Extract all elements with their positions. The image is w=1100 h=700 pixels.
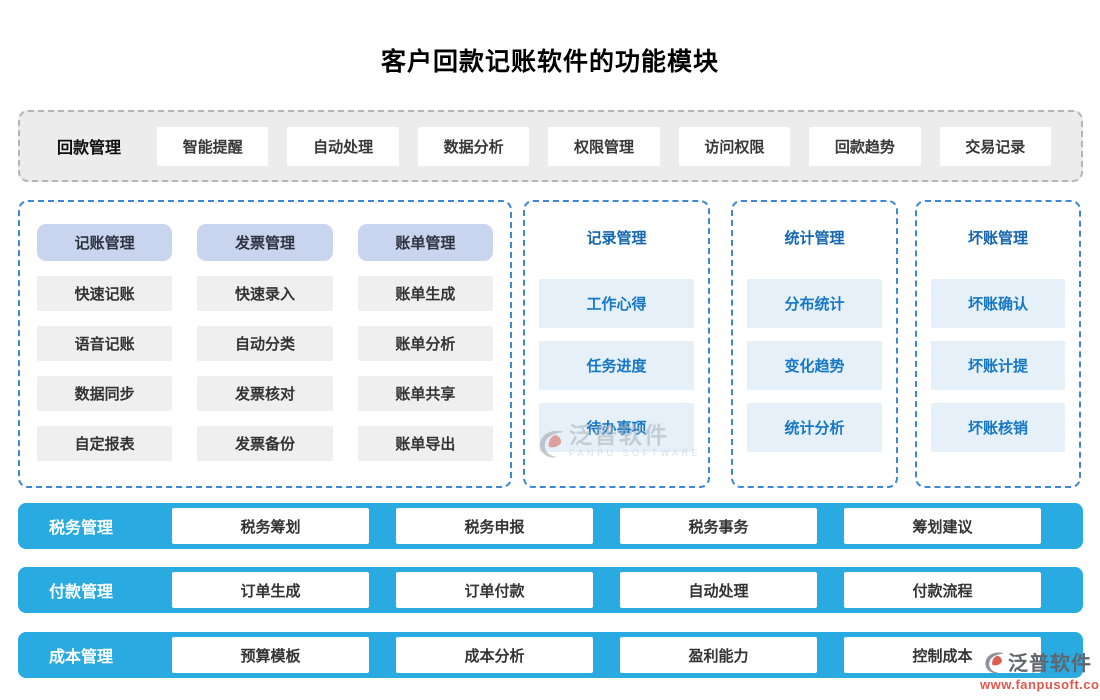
column-header-bookkeeping[interactable]: 记账管理 — [37, 224, 173, 261]
module-item[interactable]: 发票备份 — [197, 426, 333, 461]
module-item[interactable]: 工作心得 — [539, 279, 694, 328]
module-item[interactable]: 预算模板 — [172, 637, 369, 673]
module-item[interactable]: 坏账核销 — [931, 403, 1065, 452]
module-item[interactable]: 分布统计 — [747, 279, 882, 328]
module-item[interactable]: 账单生成 — [357, 276, 493, 311]
bad-debt-management-panel: 坏账管理 坏账确认 坏账计提 坏账核销 — [915, 200, 1081, 488]
module-item[interactable]: 快速记账 — [37, 276, 173, 311]
column-header-invoice[interactable]: 发票管理 — [197, 224, 333, 261]
module-item[interactable]: 发票核对 — [197, 376, 333, 411]
module-item[interactable]: 坏账确认 — [931, 279, 1065, 328]
module-item[interactable]: 税务事务 — [620, 508, 817, 544]
cost-management-label: 成本管理 — [49, 649, 114, 666]
module-item[interactable]: 自定报表 — [37, 426, 173, 461]
module-item[interactable]: 盈利能力 — [620, 637, 817, 673]
module-item[interactable]: 自动分类 — [197, 326, 333, 361]
accounting-panel: 记账管理 发票管理 账单管理 快速记账 快速录入 账单生成 语音记账 自动分类 … — [18, 200, 512, 488]
tax-management-label: 税务管理 — [49, 520, 114, 537]
payment-management-row: 回款管理 智能提醒 自动处理 数据分析 权限管理 访问权限 回款趋势 交易记录 — [18, 110, 1083, 182]
column-header-bill[interactable]: 账单管理 — [357, 224, 493, 261]
module-item[interactable]: 付款流程 — [844, 572, 1041, 608]
statistics-management-header: 统计管理 — [784, 230, 845, 247]
bad-debt-management-header: 坏账管理 — [967, 230, 1028, 247]
module-item[interactable]: 任务进度 — [539, 341, 694, 390]
page-title: 客户回款记账软件的功能模块 — [380, 48, 719, 76]
module-item[interactable]: 税务申报 — [396, 508, 593, 544]
cost-management-bar: 成本管理 预算模板 成本分析 盈利能力 控制成本 — [18, 632, 1083, 678]
module-item[interactable]: 坏账计提 — [931, 341, 1065, 390]
top-row-item-smart-reminder[interactable]: 智能提醒 — [157, 126, 269, 166]
module-item[interactable]: 税务筹划 — [172, 508, 369, 544]
top-row-item-transaction-record[interactable]: 交易记录 — [939, 126, 1051, 166]
module-item[interactable]: 控制成本 — [844, 637, 1041, 673]
module-item[interactable]: 快速录入 — [197, 276, 333, 311]
record-management-panel: 记录管理 工作心得 任务进度 待办事项 — [523, 200, 710, 488]
module-item[interactable]: 自动处理 — [620, 572, 817, 608]
tax-management-bar: 税务管理 税务筹划 税务申报 税务事务 筹划建议 — [18, 503, 1083, 549]
payment-management-row-label: 回款管理 — [57, 140, 122, 157]
watermark-url: www.fanpusoft.com — [980, 677, 1100, 692]
module-item[interactable]: 数据同步 — [37, 376, 173, 411]
record-management-header: 记录管理 — [586, 230, 647, 247]
module-item[interactable]: 订单付款 — [396, 572, 593, 608]
top-row-item-data-analysis[interactable]: 数据分析 — [417, 126, 530, 166]
module-item[interactable]: 账单分析 — [357, 326, 493, 361]
payout-management-bar: 付款管理 订单生成 订单付款 自动处理 付款流程 — [18, 567, 1083, 613]
top-row-item-payment-trend[interactable]: 回款趋势 — [809, 126, 921, 166]
module-item[interactable]: 账单导出 — [357, 426, 493, 461]
module-item[interactable]: 账单共享 — [357, 376, 493, 411]
module-item[interactable]: 变化趋势 — [747, 341, 882, 390]
module-item[interactable]: 订单生成 — [172, 572, 369, 608]
payout-management-label: 付款管理 — [49, 584, 114, 601]
module-item[interactable]: 筹划建议 — [844, 508, 1041, 544]
module-item[interactable]: 统计分析 — [747, 403, 882, 452]
top-row-item-access-permission[interactable]: 访问权限 — [678, 126, 791, 166]
module-item[interactable]: 语音记账 — [37, 326, 173, 361]
statistics-management-panel: 统计管理 分布统计 变化趋势 统计分析 — [731, 200, 898, 488]
top-row-item-auto-process[interactable]: 自动处理 — [287, 126, 399, 166]
top-row-item-permission-management[interactable]: 权限管理 — [548, 126, 660, 166]
module-item[interactable]: 成本分析 — [396, 637, 593, 673]
module-item[interactable]: 待办事项 — [539, 403, 694, 452]
